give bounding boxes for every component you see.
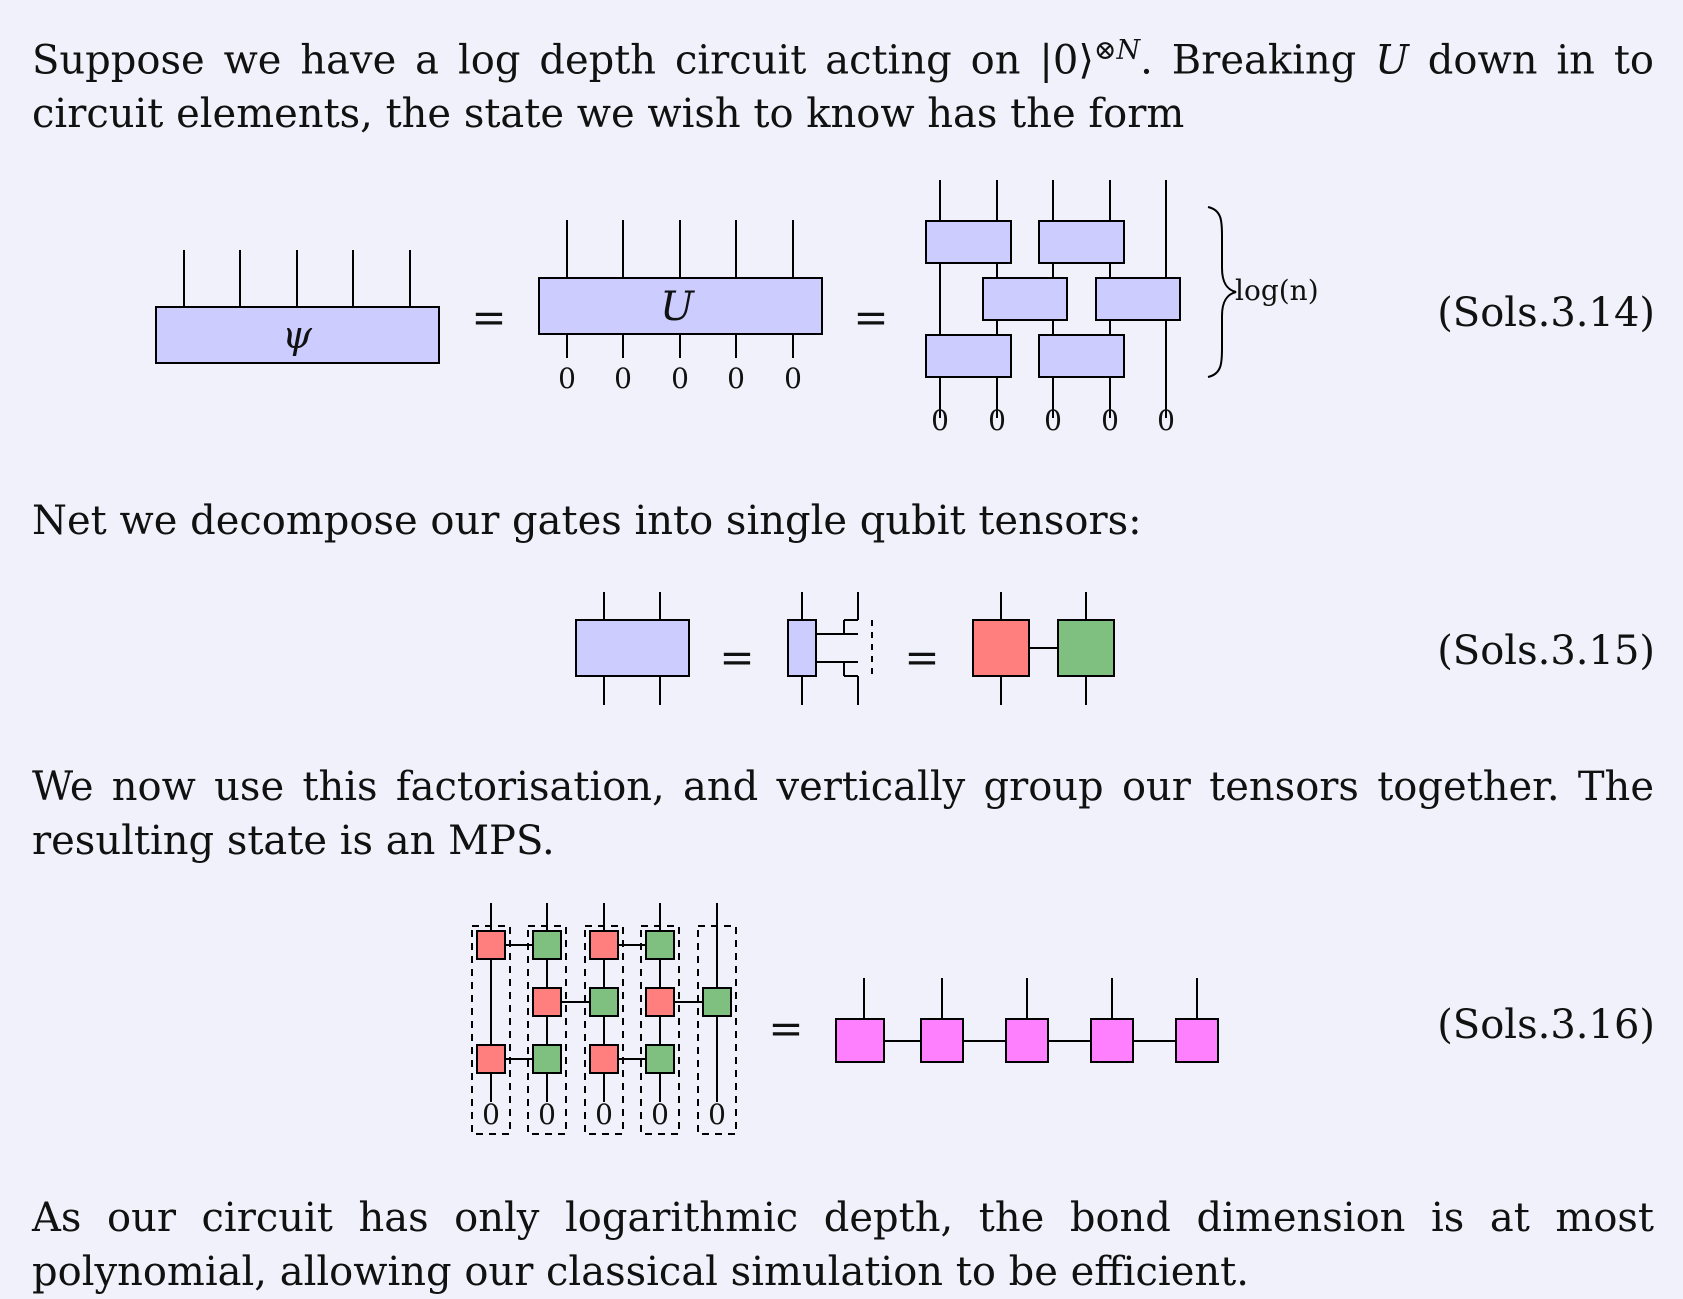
brickwork-circuit <box>925 180 1237 418</box>
equals-sign-3: = <box>719 633 754 682</box>
green-tensor <box>645 1044 675 1074</box>
input-zero: 0 <box>651 1098 669 1131</box>
paragraph-conclusion: As our circuit has only logarithmic dept… <box>32 1195 1654 1295</box>
group-box <box>471 925 511 1135</box>
tensor-power: ⊗N <box>1093 35 1141 66</box>
green-tensor <box>589 987 619 1017</box>
group-box <box>527 925 567 1135</box>
two-qubit-gate <box>925 334 1012 378</box>
depth-label: log(n) <box>1235 274 1319 307</box>
two-qubit-gate <box>982 277 1068 321</box>
ket-zero: |0⟩ <box>1039 37 1094 84</box>
unitary-symbol: U <box>1375 37 1409 84</box>
green-tensor <box>1057 619 1115 677</box>
unitary-gate-diagram <box>538 220 823 358</box>
mps-tensor <box>1175 1018 1219 1063</box>
psi-label: ψ <box>282 313 313 357</box>
input-zero: 0 <box>614 362 632 395</box>
input-zero: 0 <box>558 362 576 395</box>
psi-state-diagram <box>155 250 440 364</box>
input-zero: 0 <box>671 362 689 395</box>
mps-chain <box>835 978 1219 1063</box>
green-tensor <box>645 930 675 960</box>
input-zero: 0 <box>988 404 1006 437</box>
left-factor <box>787 619 817 677</box>
two-qubit-gate <box>1095 277 1181 321</box>
unitary-label: U <box>660 284 695 330</box>
paragraph-decompose: Net we decompose our gates into single q… <box>32 498 1142 544</box>
input-zero: 0 <box>784 362 802 395</box>
gate-box <box>575 619 690 677</box>
input-zero: 0 <box>1157 404 1175 437</box>
group-box <box>584 925 624 1135</box>
input-zero: 0 <box>595 1098 613 1131</box>
red-tensor <box>589 1044 619 1074</box>
red-tensor <box>589 930 619 960</box>
mps-tensor <box>1005 1018 1049 1063</box>
unitary-box <box>538 277 823 335</box>
two-qubit-gate <box>1038 220 1125 264</box>
svd-split-diagram <box>787 592 873 705</box>
intro-text-2: . Breaking <box>1140 37 1376 84</box>
equation-number-3-14: (Sols.3.14) <box>1437 290 1655 336</box>
red-tensor <box>476 1044 506 1074</box>
depth-brace <box>1207 206 1237 378</box>
paragraph-intro: Suppose we have a log depth circuit acti… <box>32 24 1654 141</box>
intro-text-3: down in to circuit elements, the state w… <box>32 37 1655 138</box>
input-zero: 0 <box>538 1098 556 1131</box>
mps-tensor <box>835 1018 885 1063</box>
green-tensor <box>532 1044 562 1074</box>
red-tensor <box>645 987 675 1017</box>
two-qubit-gate <box>925 220 1012 264</box>
group-box <box>697 925 737 1135</box>
two-qubit-gate <box>1038 334 1125 378</box>
input-zero: 0 <box>931 404 949 437</box>
equals-sign-2: = <box>853 293 888 342</box>
input-zero: 0 <box>1101 404 1119 437</box>
equals-sign-1: = <box>471 293 506 342</box>
equals-sign-5: = <box>768 1004 803 1053</box>
group-box <box>640 925 680 1135</box>
equals-sign-4: = <box>904 633 939 682</box>
grouped-tensor-network <box>471 903 737 1135</box>
green-tensor <box>702 987 732 1017</box>
paragraph-factorisation: We now use this factorisation, and verti… <box>32 764 1654 864</box>
input-zero: 0 <box>1044 404 1062 437</box>
red-tensor <box>972 619 1030 677</box>
input-zero: 0 <box>482 1098 500 1131</box>
mps-tensor <box>1090 1018 1134 1063</box>
red-tensor <box>476 930 506 960</box>
single-qubit-tensors <box>972 592 1115 705</box>
intro-text-1: Suppose we have a log depth circuit acti… <box>32 37 1040 84</box>
mps-tensor <box>920 1018 964 1063</box>
input-zero: 0 <box>727 362 745 395</box>
red-tensor <box>532 987 562 1017</box>
input-zero: 0 <box>708 1098 726 1131</box>
two-qubit-gate-diagram <box>575 592 690 705</box>
psi-tensor <box>155 306 440 364</box>
equation-number-3-16: (Sols.3.16) <box>1437 1002 1655 1048</box>
green-tensor <box>532 930 562 960</box>
equation-number-3-15: (Sols.3.15) <box>1437 628 1655 674</box>
